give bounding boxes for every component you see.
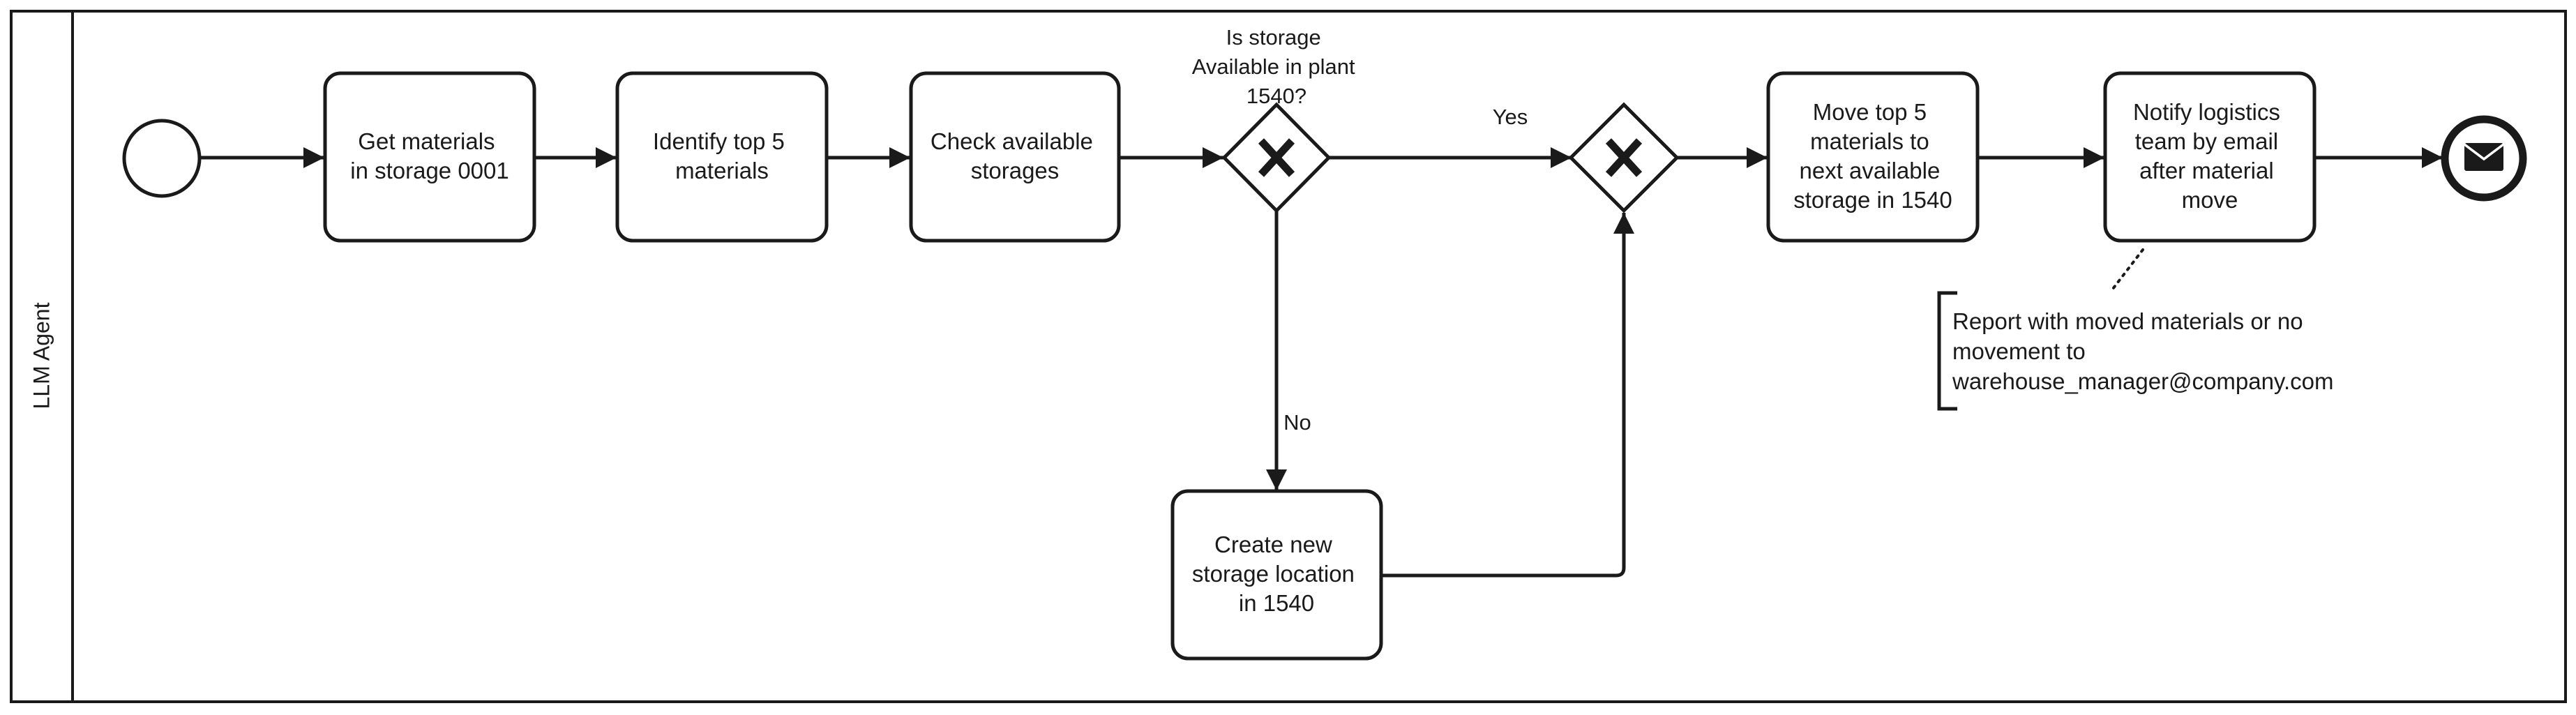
- task-create-storage-label: Create new storage location in 1540: [1192, 532, 1361, 616]
- envelope-icon: [2463, 143, 2505, 171]
- annotation-text: Report with moved materials or no moveme…: [1952, 308, 2334, 394]
- task-notify-team-label: Notify logistics team by email after mat…: [2133, 99, 2287, 213]
- task-identify-top5-label: Identify top 5 materials: [653, 128, 791, 183]
- task-move-materials[interactable]: Move top 5 materials to next available s…: [1766, 71, 1980, 243]
- task-check-storages-label: Check available storages: [931, 128, 1099, 183]
- gateway-storage-available[interactable]: [1221, 102, 1332, 213]
- flow-label-no: No: [1283, 410, 1311, 435]
- sequence-flows: [201, 147, 2443, 578]
- start-event-circle-icon[interactable]: [122, 119, 202, 198]
- task-get-materials[interactable]: Get materials in storage 0001: [323, 71, 536, 243]
- task-identify-top5[interactable]: Identify top 5 materials: [615, 71, 829, 243]
- end-event[interactable]: [2441, 115, 2527, 202]
- task-notify-team[interactable]: Notify logistics team by email after mat…: [2103, 71, 2317, 243]
- exclusive-gateway-x-icon: [1605, 138, 1643, 177]
- lane-label: LLM Agent: [29, 302, 54, 409]
- task-check-storages[interactable]: Check available storages: [909, 71, 1121, 243]
- task-get-materials-label: Get materials in storage 0001: [350, 128, 509, 183]
- annotation-association: [2109, 248, 2144, 293]
- flow-create-to-merge[interactable]: [1382, 213, 1634, 578]
- task-move-materials-label: Move top 5 materials to next available s…: [1793, 99, 1952, 213]
- task-create-storage[interactable]: Create new storage location in 1540: [1170, 489, 1383, 661]
- exclusive-gateway-x-icon: [1258, 138, 1295, 177]
- annotation-bracket: [1937, 291, 1957, 411]
- gateway-question-label: Is storage Available in plant 1540?: [1192, 25, 1361, 108]
- gateway-merge[interactable]: [1568, 102, 1680, 213]
- flow-label-yes: Yes: [1493, 105, 1528, 129]
